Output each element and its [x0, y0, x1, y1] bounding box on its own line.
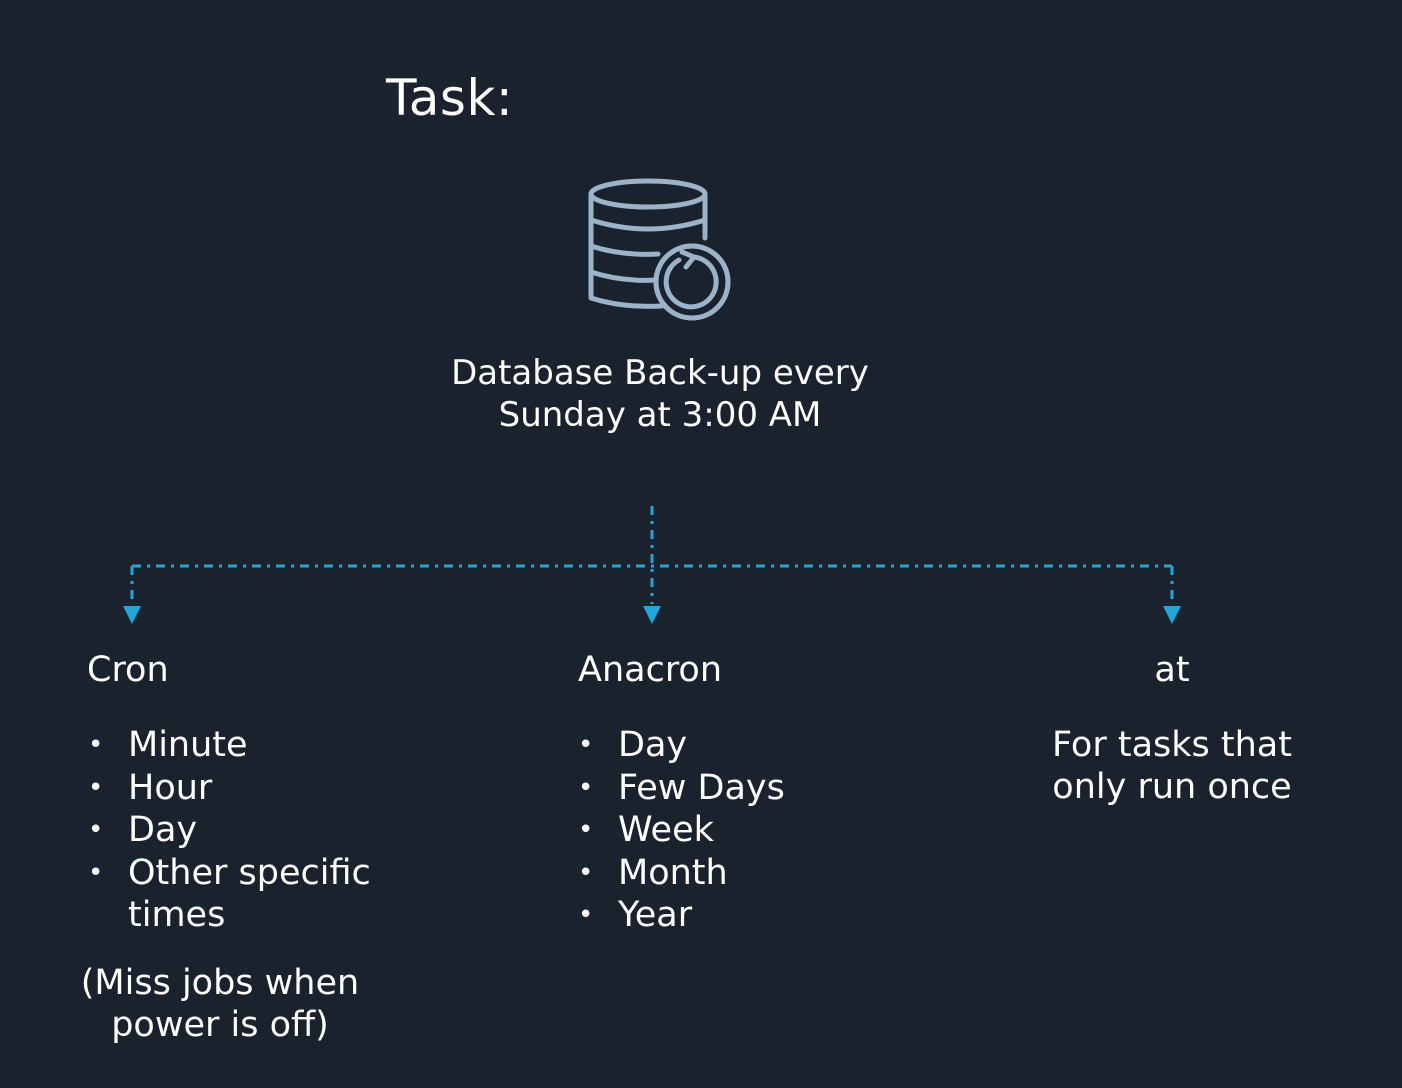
list-item: Minute: [88, 724, 371, 767]
list-item: Day: [578, 724, 785, 767]
cron-note-line2: power is off): [111, 1005, 329, 1045]
arrow-down-icon: [643, 606, 661, 624]
at-description-line2: only run once: [1052, 767, 1292, 807]
list-item: Day: [88, 809, 371, 852]
at-description-line1: For tasks that: [1052, 725, 1292, 765]
cron-title: Cron: [87, 650, 169, 690]
at-description: For tasks that only run once: [1022, 724, 1322, 808]
at-title: at: [1154, 650, 1190, 690]
list-item: Few Days: [578, 767, 785, 810]
page-title: Task:: [386, 69, 514, 127]
list-item: Month: [578, 852, 785, 895]
list-item-continuation: times: [128, 895, 226, 935]
cron-note-line1: (Miss jobs when: [80, 963, 360, 1003]
arrow-down-icon: [123, 606, 141, 624]
anacron-title: Anacron: [578, 650, 723, 690]
task-description: Database Back-up every Sunday at 3:00 AM: [360, 352, 960, 436]
task-description-line2: Sunday at 3:00 AM: [498, 395, 822, 435]
database-backup-icon: [588, 178, 731, 321]
task-description-line1: Database Back-up every: [451, 353, 869, 393]
cron-list: Minute Hour Day Other specific times: [88, 724, 371, 937]
list-item: Year: [578, 894, 785, 937]
list-item: Hour: [88, 767, 371, 810]
list-item: Week: [578, 809, 785, 852]
list-item: Other specific: [88, 852, 371, 895]
anacron-list: Day Few Days Week Month Year: [578, 724, 785, 937]
cron-note: (Miss jobs when power is off): [40, 962, 400, 1046]
arrow-down-icon: [1163, 606, 1181, 624]
